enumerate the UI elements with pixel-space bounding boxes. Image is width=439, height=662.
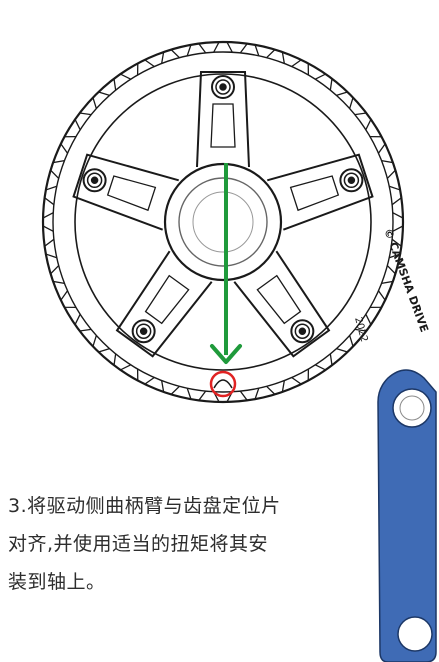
bolt bbox=[215, 79, 231, 95]
chainring-teeth bbox=[42, 41, 404, 403]
chainring-tooth bbox=[43, 185, 58, 206]
spider-arm-cutout bbox=[106, 175, 157, 212]
chainring-tooth bbox=[49, 160, 65, 179]
bolt bbox=[347, 176, 356, 185]
chainring-tooth bbox=[314, 73, 333, 91]
chainring-tooth bbox=[369, 290, 386, 309]
chainring-tooth bbox=[74, 313, 92, 332]
bolt bbox=[339, 168, 364, 193]
chainring-tooth bbox=[186, 387, 207, 402]
instruction-text: 3.将驱动侧曲柄臂与齿盘定位片 对齐,并使用适当的扭矩将其安 装到轴上。 bbox=[8, 487, 358, 601]
bolt bbox=[135, 323, 152, 339]
bolt bbox=[131, 319, 156, 344]
alignment-notch bbox=[213, 379, 233, 389]
crank-pedal-hole bbox=[397, 616, 433, 652]
chainring-tooth bbox=[113, 73, 132, 91]
hub-bore bbox=[192, 191, 254, 253]
chainring-tooth bbox=[266, 380, 285, 396]
alignment-arrow bbox=[210, 163, 242, 364]
chainring bbox=[41, 40, 405, 404]
chainring-outer-edge bbox=[41, 40, 405, 404]
chainring-tooth bbox=[49, 265, 65, 284]
crank-spline-bore bbox=[392, 388, 432, 428]
chainring-tooth bbox=[336, 91, 354, 109]
chainring-tooth bbox=[60, 290, 77, 309]
bolt bbox=[86, 172, 103, 189]
spider-arm bbox=[115, 250, 213, 358]
chainring-tooth bbox=[42, 212, 54, 232]
instruction-line-2: 对齐,并使用适当的扭矩将其安 bbox=[8, 533, 269, 555]
chainring-tooth bbox=[291, 368, 310, 385]
chainring-tooth bbox=[239, 387, 260, 402]
spider-arm-cutout bbox=[256, 274, 302, 325]
bolt bbox=[290, 319, 315, 344]
bolt bbox=[90, 176, 99, 185]
chainring-tooth bbox=[213, 41, 233, 53]
chainring-tooth bbox=[291, 59, 310, 76]
chainring-tooth bbox=[92, 91, 110, 109]
engraving-brand: © CAMSHA DRIVE bbox=[381, 227, 431, 334]
chainring-tooth bbox=[314, 353, 333, 371]
spider-arm bbox=[267, 153, 374, 231]
chainring-tooth bbox=[74, 112, 92, 131]
chainring-tooth bbox=[43, 238, 58, 259]
spider-arm bbox=[233, 250, 331, 358]
chainring-tooth bbox=[113, 353, 132, 371]
spider-arm-cutout bbox=[210, 103, 236, 148]
bolt bbox=[298, 327, 307, 335]
chainring-tooth bbox=[136, 368, 155, 385]
hub-inner bbox=[178, 177, 268, 267]
chainring-bolts bbox=[82, 75, 364, 344]
bolt bbox=[294, 323, 311, 339]
bolt bbox=[139, 327, 148, 335]
chainring-tooth bbox=[392, 212, 404, 232]
chainring-tooth bbox=[92, 335, 110, 353]
chainring-tooth bbox=[136, 59, 155, 76]
chainring-tooth bbox=[239, 42, 260, 57]
crank-spline-inner bbox=[399, 395, 425, 421]
chainring-tooth bbox=[336, 335, 354, 353]
instruction-line-3: 装到轴上。 bbox=[8, 571, 106, 593]
chainring-tooth bbox=[369, 135, 386, 154]
hub-outer bbox=[163, 162, 283, 282]
chainring-tooth bbox=[381, 265, 397, 284]
chainring-tooth bbox=[354, 112, 372, 131]
chainring-tooth bbox=[161, 380, 180, 396]
chainring-tooth bbox=[354, 313, 372, 332]
instruction-line-1: 3.将驱动侧曲柄臂与齿盘定位片 bbox=[8, 495, 281, 517]
chainring-tooth bbox=[186, 42, 207, 57]
chainring-tooth bbox=[213, 391, 233, 403]
spider-arms bbox=[72, 71, 374, 358]
chainring-tooth bbox=[388, 238, 403, 259]
bolt bbox=[343, 172, 360, 189]
chainring-tooth bbox=[161, 48, 180, 64]
bolt bbox=[219, 83, 227, 91]
spider-arm-cutout bbox=[144, 274, 190, 325]
spider-arm-cutout bbox=[289, 175, 340, 212]
chainring-tooth bbox=[266, 48, 285, 64]
chainring-tooth-root bbox=[52, 51, 394, 393]
chainring-inner-ring bbox=[74, 73, 372, 371]
bolt bbox=[82, 168, 107, 193]
chainring-tooth bbox=[60, 135, 77, 154]
chainring-tooth bbox=[381, 160, 397, 179]
bolt bbox=[211, 75, 235, 99]
chainring-tooth bbox=[388, 185, 403, 206]
spider-arm bbox=[196, 71, 250, 168]
crank-arm bbox=[377, 369, 437, 662]
spider-arm bbox=[72, 153, 179, 231]
alignment-notch-marker bbox=[209, 370, 237, 398]
